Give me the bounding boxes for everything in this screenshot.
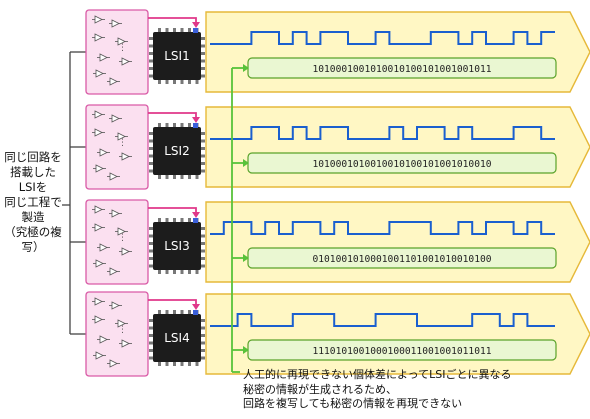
output-arrow <box>205 11 590 93</box>
circuit-box: ⋮ <box>85 104 149 190</box>
circuit-connector <box>148 299 197 308</box>
left-label: 同じ回路を 搭載した LSIを 同じ工程で 製造 （究極の複写） <box>4 150 62 254</box>
circuit-box: ⋮ <box>85 199 149 285</box>
circuit-box: ⋮ <box>85 9 149 95</box>
chip-label: LSI1 <box>164 49 189 63</box>
bit-code-text: 1110101001000100011001001011011 <box>312 346 491 357</box>
lsi-chip: LSI3 <box>149 218 205 274</box>
lsi-row: ⋮ LSI3 0101001010001001101001010010100 <box>85 199 590 285</box>
signal-waveform <box>210 221 555 235</box>
lsi-row: ⋮ LSI4 1110101001000100011001001011011 <box>85 291 590 377</box>
svg-text:⋮: ⋮ <box>118 43 127 53</box>
chip-label: LSI4 <box>164 331 189 345</box>
svg-text:⋮: ⋮ <box>118 233 127 243</box>
lsi-row: ⋮ LSI1 1010001001010010100101001001011 <box>85 9 590 95</box>
bit-code-text: 1010001010010010100101001010010 <box>312 159 491 170</box>
lsi-chip: LSI4 <box>149 310 205 366</box>
signal-waveform <box>210 126 555 140</box>
output-arrow <box>205 106 590 188</box>
caption-text: 人工的に再現できない個体差によってLSIごとに異なる 秘密の情報が生成されるため… <box>243 368 512 410</box>
bit-code-box: 1010001001010010100101001001011 <box>247 57 557 79</box>
lsi-chip: LSI2 <box>149 123 205 179</box>
svg-text:⋮: ⋮ <box>118 325 127 335</box>
circuit-box: ⋮ <box>85 291 149 377</box>
green-bus <box>231 64 249 373</box>
bit-code-text: 0101001010001001101001010010100 <box>312 254 491 265</box>
circuit-connector <box>148 112 197 121</box>
bit-code-box: 1110101001000100011001001011011 <box>247 339 557 361</box>
svg-text:⋮: ⋮ <box>118 138 127 148</box>
output-arrow <box>205 201 590 283</box>
chip-label: LSI2 <box>164 144 189 158</box>
bit-code-text: 1010001001010010100101001001011 <box>312 64 491 75</box>
signal-waveform <box>210 31 555 45</box>
output-arrow <box>205 293 590 375</box>
bit-code-box: 0101001010001001101001010010100 <box>247 247 557 269</box>
lsi-chip: LSI1 <box>149 28 205 84</box>
signal-waveform <box>210 313 555 327</box>
bit-code-box: 1010001010010010100101001010010 <box>247 152 557 174</box>
rows-layer: ⋮ LSI1 1010001001010010100101001001011 ⋮ LSI… <box>85 9 590 377</box>
circuit-connector <box>148 207 197 216</box>
circuit-connector <box>148 17 197 26</box>
lsi-row: ⋮ LSI2 1010001010010010100101001010010 <box>85 104 590 190</box>
left-bracket <box>62 51 86 335</box>
chip-label: LSI3 <box>164 239 189 253</box>
